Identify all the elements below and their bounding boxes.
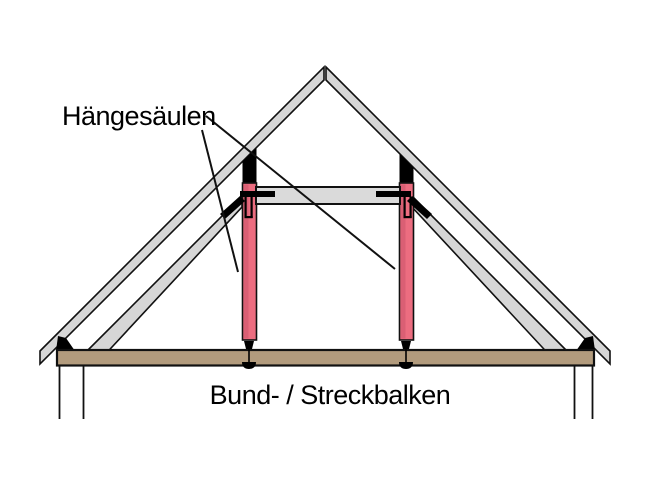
right-joint-wedge [407,196,432,219]
left-hanging-post [241,147,258,341]
left-rafter [39,65,325,366]
leader-line-left-post [201,129,239,273]
left-joint-staple [244,197,253,219]
left-post-tenon [244,341,254,349]
left-brace [87,194,243,362]
left-post-cap [242,147,257,183]
right-bolt-nut [399,362,413,369]
left-post-shade [244,184,249,339]
left-rafter-foot-block [56,336,75,351]
right-joint-staple [403,197,412,219]
right-brace [411,194,567,362]
right-post-tenon [401,341,411,349]
left-joint-wedge [220,196,245,219]
right-joint-bolt-plate [376,191,411,197]
hanging-posts-label: Hängesäulen [62,101,216,131]
left-wall [58,366,85,419]
right-wall [573,366,594,419]
right-post-shade [401,184,406,339]
right-rafter-foot-block [576,336,595,351]
tie-beam-label: Bund- / Streckbalken [209,380,451,410]
left-joint-bolt-plate [240,191,275,197]
right-hanging-post [398,153,415,341]
leader-line-right-post [205,115,396,270]
right-rafter [325,65,611,366]
left-bolt-nut [242,362,256,369]
tie-beam [55,348,596,367]
right-post-cap [399,153,414,183]
